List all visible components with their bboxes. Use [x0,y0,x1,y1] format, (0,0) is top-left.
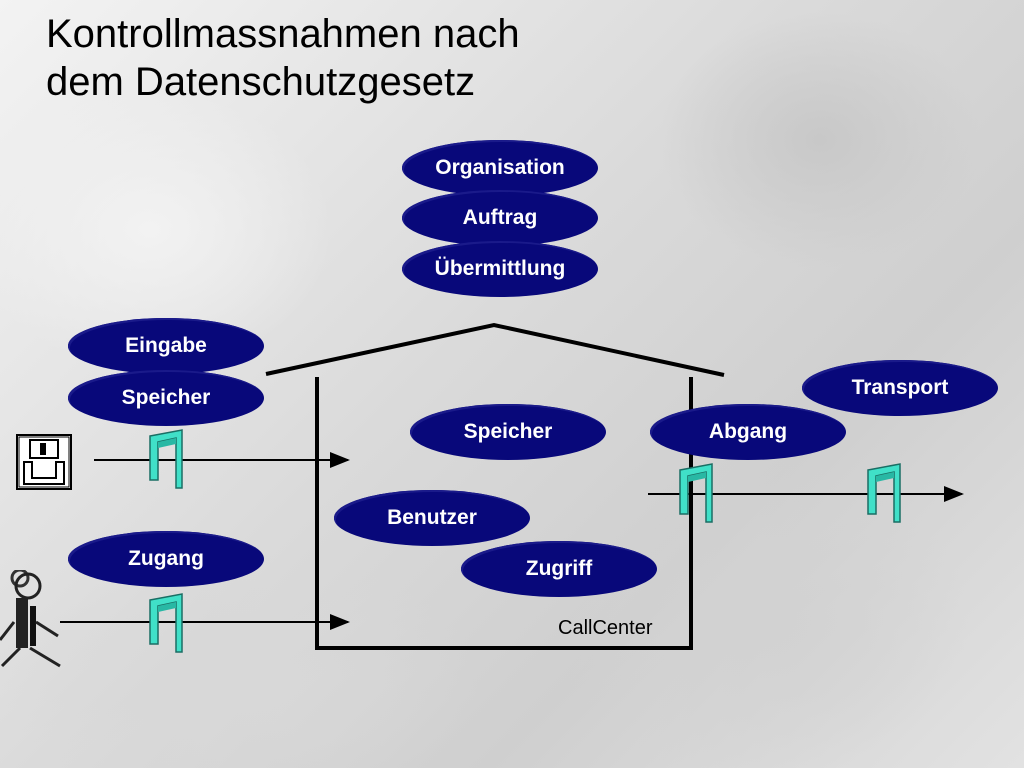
building-walls [315,377,693,650]
gate-icon [149,593,183,653]
title-line-2: dem Datenschutzgesetz [46,60,476,104]
oval-speicher-center: Speicher [410,404,606,460]
oval-transport: Transport [802,360,998,416]
building-label: CallCenter [558,617,653,639]
oval-abgang: Abgang [650,404,846,460]
gate-icon [679,463,713,523]
oval-zugang: Zugang [68,531,264,587]
oval-speicher-left: Speicher [68,370,264,426]
oval-uebermittlung: Übermittlung [402,241,598,297]
floppy-disk-icon [16,434,72,490]
oval-eingabe: Eingabe [68,318,264,374]
oval-zugriff: Zugriff [461,541,657,597]
slide-title: Kontrollmassnahmen nach dem Datenschutzg… [46,10,520,106]
title-line-1: Kontrollmassnahmen nach [46,12,520,56]
gate-icon [149,429,183,489]
person-icon [0,570,61,668]
oval-benutzer: Benutzer [334,490,530,546]
oval-auftrag: Auftrag [402,190,598,246]
gate-icon [867,463,901,523]
building-roof [265,322,725,377]
oval-organisation: Organisation [402,140,598,196]
